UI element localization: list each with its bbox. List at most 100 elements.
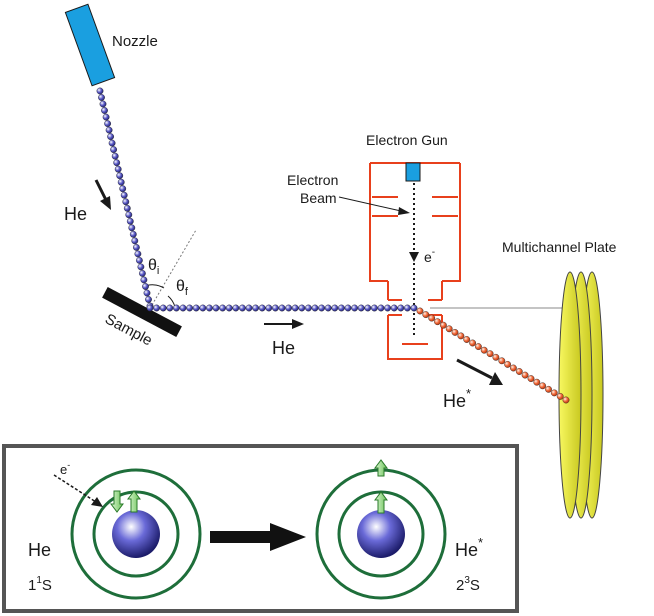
helium-bead <box>291 304 299 312</box>
helium-bead <box>128 224 136 232</box>
metastable-helium-bead <box>480 346 488 354</box>
helium-bead <box>125 211 133 219</box>
helium-bead <box>159 304 167 312</box>
metastable-helium-bead <box>510 364 517 372</box>
metastable-helium-bead <box>463 336 471 343</box>
helium-bead <box>101 107 108 114</box>
electron-beam-label: Electron Beam <box>287 172 342 206</box>
helium-bead <box>245 304 253 312</box>
spin-down-arrow-icon <box>110 490 124 513</box>
helium-bead <box>278 304 286 312</box>
metastable-helium-bead <box>539 382 546 390</box>
metastable-helium-bead <box>439 321 447 329</box>
helium-bead <box>99 100 107 108</box>
helium-bead <box>117 178 125 186</box>
helium-bead <box>232 304 240 312</box>
helium-bead <box>113 159 121 167</box>
electron-gun <box>369 162 461 360</box>
scattered-helium-beam <box>146 304 418 312</box>
electron-source <box>405 162 421 182</box>
helium-bead <box>102 113 110 121</box>
helium-bead <box>410 304 418 312</box>
helium-bead <box>324 304 332 312</box>
metastable-helium-bead <box>445 325 453 333</box>
helium-bead <box>129 230 137 238</box>
helium-bead <box>252 304 260 312</box>
multichannel-plate-label: Multichannel Plate <box>502 239 617 255</box>
metastable-helium-bead <box>457 332 465 340</box>
metastable-helium-bead <box>451 328 459 336</box>
helium-bead <box>219 304 227 312</box>
helium-bead <box>265 304 273 312</box>
helium-bead <box>105 126 113 134</box>
metastable-helium-bead <box>556 392 564 400</box>
helium-bead <box>131 237 139 245</box>
sample-slab <box>102 286 182 338</box>
helium-bead <box>238 304 246 312</box>
helium-bead <box>143 289 151 297</box>
helium-bead <box>344 304 352 312</box>
helium-bead <box>119 185 127 193</box>
helium-bead <box>370 304 378 312</box>
inset-e-minus-label: e- <box>60 460 70 477</box>
right-nucleus <box>357 510 405 558</box>
helium-bead <box>192 304 200 312</box>
helium-bead <box>225 304 233 312</box>
surface-normal-line <box>151 229 197 306</box>
helium-bead <box>351 304 358 312</box>
metastable-helium-bead <box>562 396 570 404</box>
helium-bead <box>123 204 131 212</box>
left-nucleus <box>112 510 160 558</box>
he-incoming-label: He <box>64 204 87 224</box>
helium-bead <box>108 139 116 147</box>
helium-bead <box>111 152 119 160</box>
helium-bead <box>311 304 319 312</box>
helium-bead <box>357 304 365 312</box>
metastable-helium-bead <box>416 307 424 315</box>
helium-bead <box>318 304 325 312</box>
metastable-helium-bead <box>474 343 482 350</box>
helium-bead <box>104 120 112 128</box>
inset-box <box>2 444 519 613</box>
helium-bead <box>122 198 130 206</box>
helium-bead <box>179 304 187 312</box>
helium-bead <box>199 304 207 312</box>
helium-bead <box>116 172 124 180</box>
incoming-direction-arrow <box>94 179 111 210</box>
electron-beam-pointer <box>338 196 410 215</box>
metastable-helium-bead <box>545 385 552 393</box>
theta-f-label: θf <box>176 278 189 298</box>
helium-bead <box>298 304 306 312</box>
helium-bead <box>110 146 118 154</box>
helium-bead <box>331 304 339 312</box>
helium-bead <box>120 191 128 199</box>
helium-bead <box>138 269 146 277</box>
helium-bead <box>258 304 266 312</box>
helium-bead <box>146 304 154 312</box>
helium-bead <box>142 283 149 290</box>
helium-bead <box>377 304 385 312</box>
metastable-helium-bead <box>492 353 500 361</box>
helium-bead <box>134 250 142 258</box>
transition-arrow <box>210 523 306 551</box>
incoming-helium-beam <box>96 87 154 310</box>
inset-electron-arrow <box>53 474 103 507</box>
metastable-helium-bead <box>469 339 476 347</box>
metastable-helium-bead <box>504 360 511 368</box>
scattered-direction-arrow <box>264 319 304 329</box>
helium-bead <box>166 304 174 312</box>
metastable-helium-bead <box>428 314 436 322</box>
metastable-helium-bead <box>434 318 441 326</box>
electron-gun-label: Electron Gun <box>366 132 448 148</box>
right-atom-name: He* <box>455 535 483 560</box>
metastable-helium-bead <box>527 375 535 382</box>
helium-bead <box>96 87 104 95</box>
helium-bead <box>107 133 115 141</box>
helium-bead <box>384 304 391 312</box>
metastable-helium-bead <box>422 311 430 318</box>
helium-bead <box>98 94 105 101</box>
left-atom-name: He <box>28 540 51 560</box>
metastable-helium-bead <box>486 350 494 358</box>
electron-beam-arrowhead <box>409 252 419 262</box>
